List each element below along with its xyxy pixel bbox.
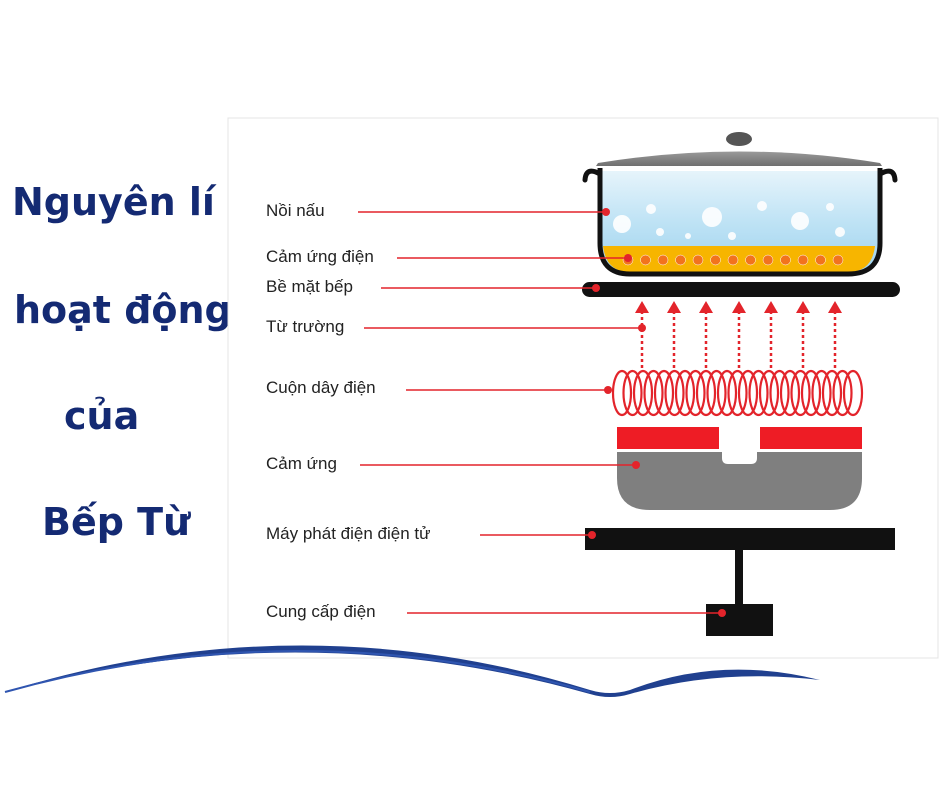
heat-dot	[727, 254, 739, 266]
coil-loop	[611, 369, 633, 417]
pot-oil-layer	[603, 246, 875, 272]
title-line-3: của	[64, 394, 140, 438]
leader-dot	[624, 254, 632, 262]
pot-body-outline	[597, 168, 883, 277]
stove-surface-plate	[582, 282, 900, 297]
coil-loop	[790, 369, 811, 417]
coil-loop	[800, 369, 822, 417]
leader-dot	[604, 386, 612, 394]
magnetic-field-arrows	[635, 301, 842, 368]
leader-lines	[358, 208, 726, 617]
water-bubbles	[613, 201, 845, 240]
coil-loop	[664, 369, 685, 417]
coil-loop	[842, 369, 864, 417]
coil-loop	[811, 369, 832, 417]
leader-dot	[588, 531, 596, 539]
coil-loop	[727, 369, 748, 417]
label-power-supply: Cung cấp điện	[266, 602, 376, 621]
label-generator: Máy phát điện điện tử	[266, 524, 430, 543]
coil-loop	[821, 369, 843, 417]
coil-loop	[769, 369, 790, 417]
coil-loop	[653, 369, 675, 417]
label-stove-surface: Bề mặt bếp	[266, 277, 353, 296]
title-line-2: hoạt động	[14, 288, 232, 332]
heat-dot	[832, 254, 844, 266]
title-line-4: Bếp Từ	[42, 500, 191, 544]
coil-loop	[832, 369, 853, 417]
leader-dot	[638, 324, 646, 332]
coil-loop	[779, 369, 801, 417]
coil-loop	[643, 369, 664, 417]
coil-loop	[622, 369, 643, 417]
heat-dot	[657, 254, 669, 266]
coil-loop	[758, 369, 780, 417]
heat-dot	[815, 254, 826, 266]
coil-loop	[737, 369, 759, 417]
leader-dot	[632, 461, 640, 469]
lid-knob	[726, 132, 752, 146]
label-magnetic-field: Từ trường	[266, 317, 344, 336]
heat-dot	[692, 254, 704, 266]
pot-handle-left	[582, 168, 603, 183]
coil-loop	[706, 369, 727, 417]
label-coil: Cuộn dây điện	[266, 378, 376, 397]
pot	[582, 132, 898, 277]
pot-lid	[596, 151, 882, 166]
coil-loop	[632, 369, 654, 417]
title-line-1: Nguyên lí	[12, 180, 215, 224]
decorative-wave	[4, 645, 820, 697]
heat-dot	[710, 254, 721, 266]
field-arrow-head	[764, 301, 778, 313]
heat-dot	[745, 254, 756, 266]
field-arrow-head	[635, 301, 649, 313]
coil-loop	[674, 369, 696, 417]
label-induction-heat: Cảm ứng điện	[266, 247, 374, 266]
heat-dots	[622, 254, 844, 266]
heat-dot	[675, 254, 686, 266]
field-arrow-head	[828, 301, 842, 313]
coil-loop	[685, 369, 706, 417]
pot-handle-right	[877, 168, 898, 183]
field-arrow-head	[667, 301, 681, 313]
leader-dot	[592, 284, 600, 292]
coil-loop	[748, 369, 769, 417]
generator-stem	[735, 550, 743, 606]
induction-base	[617, 427, 862, 510]
leader-dot	[602, 208, 610, 216]
heat-dot	[780, 254, 791, 266]
label-inductor: Cảm ứng	[266, 454, 337, 473]
heat-dot	[797, 254, 809, 266]
field-arrow-head	[732, 301, 746, 313]
coil-loop	[695, 369, 717, 417]
heat-dot	[762, 254, 774, 266]
coil	[611, 369, 864, 417]
power-supply-box	[706, 604, 773, 636]
leader-dot	[718, 609, 726, 617]
heat-dot	[640, 254, 651, 266]
field-arrow-head	[796, 301, 810, 313]
label-pot: Nồi nấu	[266, 201, 325, 220]
coil-loop	[716, 369, 738, 417]
generator-bar	[585, 528, 895, 550]
field-arrow-head	[699, 301, 713, 313]
